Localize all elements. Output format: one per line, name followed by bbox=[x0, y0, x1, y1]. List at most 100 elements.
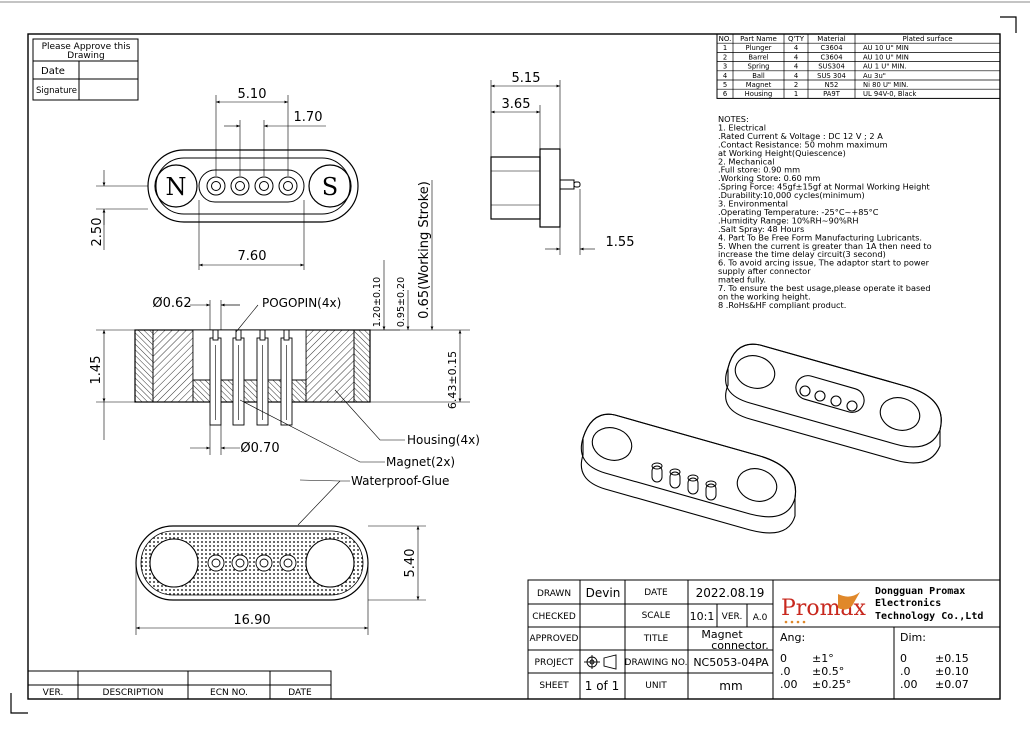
parts-cell: 2 bbox=[794, 81, 798, 89]
tb-scale-value: 10:1 bbox=[690, 610, 715, 623]
dim-tol-value: ±0.07 bbox=[935, 678, 969, 691]
parts-cell: C3604 bbox=[820, 44, 842, 52]
dim-tol-value: ±0.15 bbox=[935, 652, 969, 665]
parts-cell: 2 bbox=[723, 53, 727, 61]
dim-tol-key: .0 bbox=[900, 665, 911, 678]
dim-tol-key: .00 bbox=[900, 678, 918, 691]
parts-cell: Barrel bbox=[748, 53, 768, 61]
parts-cell: C3604 bbox=[820, 53, 842, 61]
approve-title-1: Please Approve this bbox=[42, 42, 131, 52]
note-line: .Full store: 0.90 mm bbox=[718, 165, 800, 175]
tb-ver-value: A.0 bbox=[753, 613, 768, 623]
dim-155: 1.55 bbox=[606, 235, 635, 250]
rev-col-ver: VER. bbox=[43, 688, 64, 698]
note-line: .Working Store: 0.60 mm bbox=[718, 173, 820, 183]
tolerance-list: 0±1°.0±0.5°.00±0.25°0±0.15.0±0.10.00±0.0… bbox=[780, 652, 969, 691]
dim-540: 5.40 bbox=[403, 549, 418, 578]
approve-signature-label: Signature bbox=[36, 86, 77, 96]
note-line: .Contact Resistance: 50 mohm maximum bbox=[718, 139, 888, 149]
parts-cell: 1 bbox=[794, 90, 798, 98]
bottom-view bbox=[135, 525, 426, 635]
parts-header-1: Part Name bbox=[740, 35, 777, 43]
tb-title-line2: connector. bbox=[711, 639, 769, 652]
projection-symbol-icon bbox=[584, 654, 617, 670]
parts-cell: AU 1 U" MIN. bbox=[863, 63, 907, 71]
tb-sheet-label: SHEET bbox=[539, 681, 569, 691]
note-line: .Rated Current & Voltage : DC 12 V ; 2 A bbox=[718, 131, 883, 141]
rev-col-desc: DESCRIPTION bbox=[103, 688, 164, 698]
parts-cell: 1 bbox=[723, 44, 727, 52]
dim-515: 5.15 bbox=[512, 71, 541, 86]
dim-height: 2.50 bbox=[90, 218, 105, 247]
tb-approved-label: APPROVED bbox=[530, 634, 579, 644]
parts-cell: Au 3u" bbox=[863, 72, 886, 80]
dim-pin: 1.70 bbox=[294, 110, 323, 125]
note-line: 4. Part To Be Free Form Manufacturing Lu… bbox=[718, 232, 922, 242]
ang-tol-value: ±0.5° bbox=[812, 665, 844, 678]
corner-mark-tr bbox=[1000, 16, 1017, 33]
section-view bbox=[96, 180, 470, 526]
tb-title-line1: Magnet bbox=[701, 628, 743, 641]
note-line: 2. Mechanical bbox=[718, 156, 774, 166]
dim-095: 0.95±0.20 bbox=[396, 277, 407, 327]
approve-box: Please Approve this Drawing Date Signatu… bbox=[32, 38, 139, 101]
parts-header-0: NO. bbox=[719, 35, 732, 43]
parts-cell: 4 bbox=[723, 72, 727, 80]
tb-checked-label: CHECKED bbox=[532, 612, 576, 622]
note-line: supply after connector bbox=[718, 266, 811, 276]
dim-dia-top: Ø0.62 bbox=[152, 296, 191, 311]
tb-project-label: PROJECT bbox=[535, 658, 574, 668]
parts-cell: 6 bbox=[723, 90, 727, 98]
dim-length: 16.90 bbox=[233, 613, 270, 628]
parts-cell: Spring bbox=[748, 63, 770, 71]
parts-cell: UL 94V-0, Black bbox=[863, 90, 916, 98]
parts-cell: 4 bbox=[794, 63, 798, 71]
dim-dia-bottom: Ø0.70 bbox=[240, 441, 279, 456]
note-line: 8 .RoHs&HF compliant product. bbox=[718, 300, 846, 310]
parts-cell: Ball bbox=[752, 72, 765, 80]
company-line-3: Technology Co.,Ltd bbox=[875, 611, 983, 622]
tb-drawingno-value: NC5053-04PA bbox=[693, 656, 769, 669]
parts-cell: Housing bbox=[745, 90, 773, 98]
parts-cell: PA9T bbox=[823, 90, 841, 98]
dim-120: 1.20±0.10 bbox=[372, 277, 383, 327]
dim-145: 1.45 bbox=[89, 356, 104, 385]
note-line: .Operating Temperature: -25°C~+85°C bbox=[718, 207, 879, 217]
note-line: .Humidity Range: 10%RH~90%RH bbox=[718, 215, 859, 225]
tb-sheet-value: 1 of 1 bbox=[585, 679, 619, 693]
note-line: 5. When the current is greater than 1A t… bbox=[718, 241, 932, 251]
rev-col-date: DATE bbox=[288, 688, 312, 698]
note-line: 7. To ensure the best usage,please opera… bbox=[718, 283, 931, 293]
drawing-border bbox=[27, 33, 1001, 700]
pogopin-label: POGOPIN(4x) bbox=[262, 296, 341, 310]
ang-tol-value: ±1° bbox=[812, 652, 834, 665]
parts-cell: AU 10 U" MIN bbox=[863, 44, 909, 52]
dim-365: 3.65 bbox=[502, 97, 531, 112]
company-line-2: Electronics bbox=[875, 597, 941, 609]
parts-cell: 4 bbox=[794, 72, 798, 80]
dim-tol-value: ±0.10 bbox=[935, 665, 969, 678]
top-view bbox=[96, 95, 359, 270]
tb-unit-value: mm bbox=[719, 679, 742, 693]
note-line: on the working height. bbox=[718, 291, 811, 301]
parts-cell: 4 bbox=[794, 44, 798, 52]
tb-drawn-value: Devin bbox=[586, 586, 621, 600]
promax-logo: Promax bbox=[781, 592, 867, 624]
parts-cell: SUS 304 bbox=[817, 72, 846, 80]
dim-tol-key: 0 bbox=[900, 652, 907, 665]
note-line: 6. To avoid arcing issue, The adaptor st… bbox=[718, 258, 930, 268]
approve-date-label: Date bbox=[41, 66, 65, 77]
ang-label: Ang: bbox=[780, 631, 805, 644]
ang-tol-key: .00 bbox=[780, 678, 798, 691]
dim-pitch: 5.10 bbox=[238, 87, 267, 102]
parts-header-2: Q'TY bbox=[788, 35, 805, 43]
note-line: 1. Electrical bbox=[718, 122, 766, 132]
parts-cell: 4 bbox=[794, 53, 798, 61]
housing-label: Housing(4x) bbox=[407, 433, 480, 447]
company-line-1: Dongguan Promax bbox=[875, 586, 965, 597]
note-line: at Working Height(Quiescence) bbox=[718, 148, 846, 158]
note-line: .Durability:10,000 cycles(minimum) bbox=[718, 190, 865, 200]
dim-065: 0.65(Working Stroke) bbox=[417, 181, 432, 319]
parts-cell: AU 10 U" MIN bbox=[863, 53, 909, 61]
parts-header-4: Plated surface bbox=[902, 35, 952, 43]
